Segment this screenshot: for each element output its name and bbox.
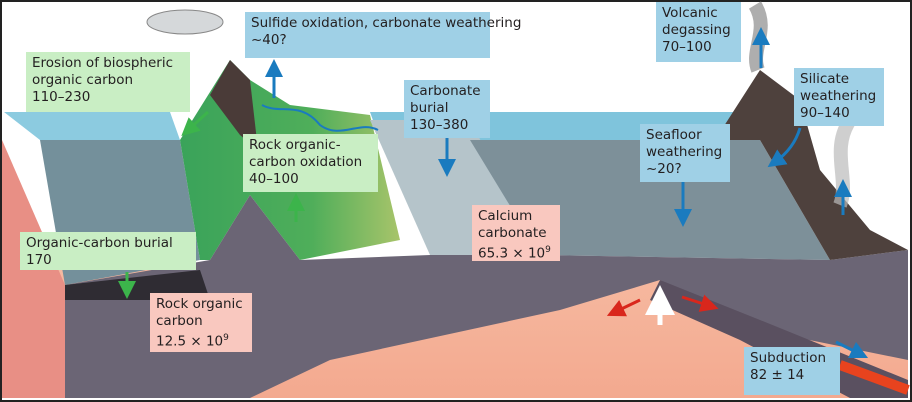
dark-sediment — [65, 270, 210, 300]
spreading-arrow-left — [606, 298, 641, 317]
calcium-carbonate-title: Calcium — [478, 208, 533, 224]
ocean-left — [4, 112, 180, 140]
sulfide-title: Sulfide oxidation, carbonate weathering — [251, 15, 522, 31]
carbonate-burial-title-2: burial — [410, 100, 449, 116]
silicate-value: 90–140 — [800, 105, 850, 121]
seafloor-title: Seafloor — [646, 127, 702, 143]
seafloor-value: ~20? — [646, 161, 682, 177]
carbonate-burial-value: 130–380 — [410, 117, 469, 133]
calcium-carbonate-label: Calcium carbonate 65.3 × 109 — [472, 205, 560, 263]
rock-organic-carbon-mantissa: 12.5 × 10 — [156, 333, 224, 350]
organic-burial-title: Organic-carbon burial — [26, 235, 173, 251]
sulfide-label: Sulfide oxidation, carbonate weathering … — [245, 12, 522, 58]
silicate-label: Silicate weathering 90–140 — [794, 68, 884, 126]
subduction-lava — [838, 360, 910, 395]
silicate-title: Silicate — [800, 71, 850, 87]
calcium-carbonate-exponent: 9 — [545, 245, 551, 255]
erosion-label: Erosion of biospheric organic carbon 110… — [26, 52, 190, 112]
rock-organic-carbon-label: Rock organic carbon 12.5 × 109 — [150, 293, 252, 352]
volcano — [715, 70, 908, 260]
mountain — [210, 60, 258, 150]
erosion-value: 110–230 — [32, 89, 91, 105]
silicate-title-2: weathering — [800, 88, 877, 104]
erosion-arrow — [181, 110, 210, 137]
volcanic-value: 70–100 — [662, 39, 712, 55]
subduction-title: Subduction — [750, 350, 827, 366]
carbonate-burial-title: Carbonate — [410, 83, 481, 99]
seafloor-title-2: weathering — [646, 144, 723, 160]
river — [261, 104, 379, 132]
cloud-icon — [146, 9, 224, 35]
rock-oxidation-value: 40–100 — [249, 171, 299, 187]
organic-burial-label: Organic-carbon burial 170 — [20, 232, 196, 270]
calcium-carbonate-title-2: carbonate — [478, 225, 547, 241]
spreading-arrow-right — [681, 294, 719, 312]
erosion-title-2: organic carbon — [32, 72, 134, 88]
subduction-arrow — [835, 340, 869, 359]
rock-oxidation-title: Rock organic- — [249, 137, 341, 153]
volcanic-title-2: degassing — [662, 22, 731, 38]
calcium-carbonate-value: 65.3 × 109 — [478, 242, 554, 263]
rock-organic-carbon-title: Rock organic — [156, 296, 243, 312]
organic-burial-value: 170 — [26, 252, 52, 268]
seafloor-label: Seafloor weathering ~20? — [640, 124, 730, 182]
volcanic-title: Volcanic — [662, 5, 718, 21]
seafloor — [470, 140, 830, 260]
subduction-value: 82 ± 14 — [750, 367, 805, 383]
sulfide-value: ~40? — [251, 32, 287, 48]
calcium-carbonate-mantissa: 65.3 × 10 — [478, 245, 546, 262]
silicate-arrow — [767, 127, 802, 168]
rock-oxidation-label: Rock organic- carbon oxidation 40–100 — [243, 134, 378, 192]
subduction-label: Subduction 82 ± 14 — [744, 347, 840, 395]
erosion-title: Erosion of biospheric — [32, 55, 174, 71]
rock-organic-carbon-exponent: 9 — [223, 333, 229, 343]
oceanic-crust — [65, 195, 908, 398]
rock-oxidation-title-2: carbon oxidation — [249, 154, 363, 170]
carbonate-burial-label: Carbonate burial 130–380 — [404, 80, 490, 138]
rock-organic-carbon-title-2: carbon — [156, 313, 203, 329]
rock-organic-carbon-value: 12.5 × 109 — [156, 330, 246, 351]
volcanic-label: Volcanic degassing 70–100 — [656, 2, 741, 62]
